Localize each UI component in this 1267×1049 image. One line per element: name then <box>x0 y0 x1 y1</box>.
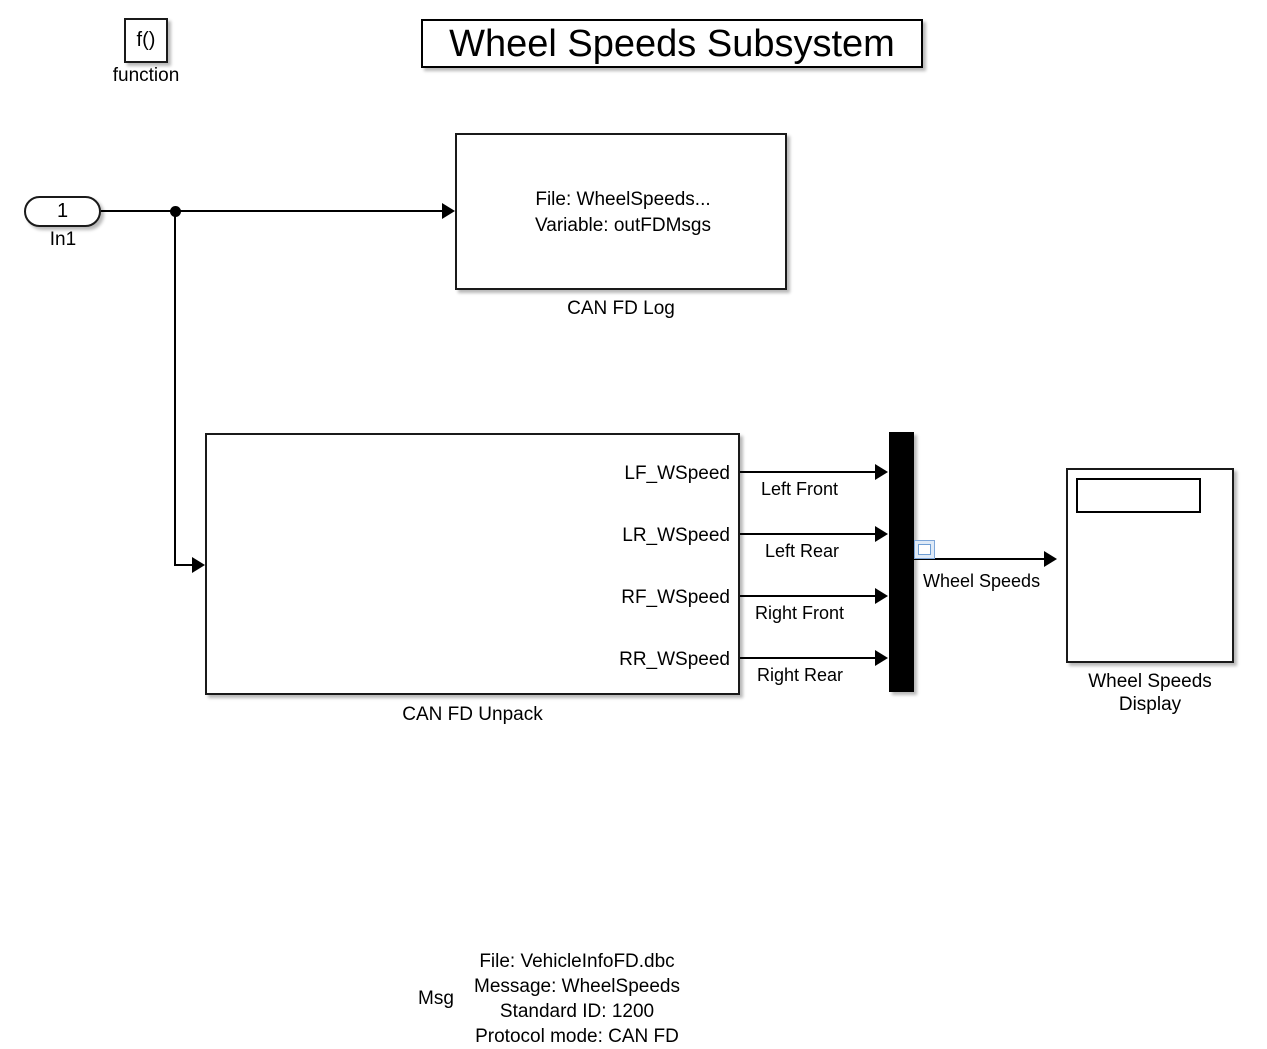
arrow-left-front <box>875 464 888 480</box>
inport-label: In1 <box>49 229 77 250</box>
simulink-canvas: f() function Wheel Speeds Subsystem 1 In… <box>24 18 1234 1047</box>
signal-label-left-front: Left Front <box>761 479 839 499</box>
can-fd-log-block[interactable]: File: WheelSpeeds... Variable: outFDMsgs <box>455 133 787 290</box>
mux-block[interactable] <box>889 432 914 692</box>
arrow-into-can-fd-log <box>442 203 455 219</box>
signal-label-right-rear: Right Rear <box>757 665 844 685</box>
signal-label-wheel-speeds: Wheel Speeds <box>923 571 1041 591</box>
unpack-output-port-rr: RR_WSpeed <box>619 649 730 670</box>
wire-left-front[interactable] <box>740 471 877 473</box>
signal-viewer-badge-icon[interactable] <box>914 540 935 559</box>
inport-block[interactable]: 1 <box>24 196 101 227</box>
wire-wheel-speeds[interactable] <box>914 558 1046 560</box>
unpack-output-port-lr: LR_WSpeed <box>622 525 730 546</box>
wire-inport-to-log[interactable] <box>101 210 442 212</box>
can-fd-log-label: CAN FD Log <box>567 298 675 319</box>
can-fd-unpack-block[interactable]: Msg File: VehicleInfoFD.dbc Message: Whe… <box>205 433 740 1047</box>
arrow-right-front <box>875 588 888 604</box>
wheel-speeds-display-label: Wheel Speeds Display <box>1088 671 1212 715</box>
can-fd-unpack-label: CAN FD Unpack <box>402 704 543 725</box>
function-block[interactable]: f() <box>124 18 168 63</box>
display-value-field <box>1076 478 1201 513</box>
wire-right-rear[interactable] <box>740 657 877 659</box>
arrow-right-rear <box>875 650 888 666</box>
signal-label-left-rear: Left Rear <box>765 541 840 561</box>
can-fd-unpack-body-text: File: VehicleInfoFD.dbc Message: WheelSp… <box>474 951 680 1047</box>
arrow-left-rear <box>875 526 888 542</box>
arrow-into-display <box>1044 551 1057 567</box>
arrow-into-unpack-msg <box>192 557 205 573</box>
can-fd-log-body-text: File: WheelSpeeds... Variable: outFDMsgs <box>535 189 711 236</box>
wire-branch-to-msg[interactable] <box>174 564 196 566</box>
unpack-output-port-rf: RF_WSpeed <box>621 587 730 608</box>
page-title: Wheel Speeds Subsystem <box>449 22 895 65</box>
function-block-label: function <box>112 65 180 86</box>
wire-left-rear[interactable] <box>740 533 877 535</box>
unpack-output-port-lf: LF_WSpeed <box>624 463 730 484</box>
wheel-speeds-display-block[interactable] <box>1066 468 1234 663</box>
wire-branch-vertical[interactable] <box>174 210 176 565</box>
signal-label-right-front: Right Front <box>755 603 845 623</box>
wire-right-front[interactable] <box>740 595 877 597</box>
diagram-title-box[interactable]: Wheel Speeds Subsystem <box>421 19 923 68</box>
